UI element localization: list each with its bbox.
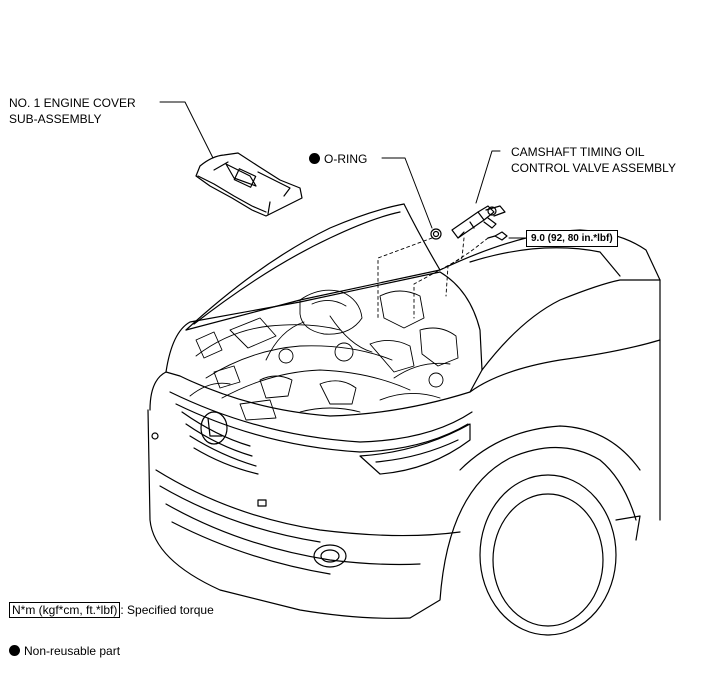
torque-unit-box: N*m (kgf*cm, ft.*lbf) [9, 602, 121, 618]
camshaft-valve-callout: CAMSHAFT TIMING OIL CONTROL VALVE ASSEMB… [511, 145, 676, 175]
installation-lines [377, 237, 489, 319]
non-reusable-dot-icon [309, 153, 320, 164]
engine-compartment [189, 289, 459, 421]
bolt-part [487, 231, 508, 241]
non-reusable-legend: Non-reusable part [9, 643, 120, 659]
engine-cover-part [195, 152, 303, 217]
torque-legend: N*m (kgf*cm, ft.*lbf): Specified torque [9, 602, 214, 618]
car-body [147, 203, 661, 636]
non-reusable-legend-dot-icon [9, 645, 20, 656]
torque-spec-box: 9.0 (92, 80 in.*lbf) [526, 230, 618, 247]
o-ring-callout: O-RING [309, 151, 367, 167]
engine-cover-callout: NO. 1 ENGINE COVER SUB-ASSEMBLY [9, 96, 136, 126]
o-ring-label: O-RING [324, 152, 368, 166]
o-ring-part [430, 228, 442, 240]
non-reusable-legend-text: Non-reusable part [24, 644, 121, 658]
torque-legend-text: : Specified torque [120, 603, 214, 617]
camshaft-valve-part [451, 205, 506, 239]
leader-lines [159, 101, 527, 239]
